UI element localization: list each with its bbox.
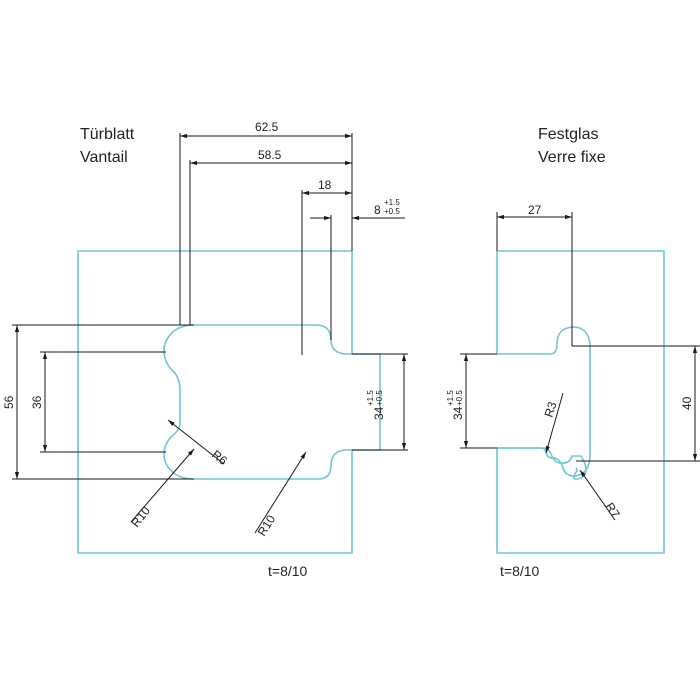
fixed-dim-34-tol-upper: +1.5 xyxy=(446,390,455,406)
dim-34-tol-lower: +0.5 xyxy=(375,390,384,406)
dim-56-label: 56 xyxy=(2,395,16,409)
radius-r10-bottom-leader xyxy=(254,451,307,534)
door-panel-title-de: Türblatt xyxy=(80,126,135,143)
radius-r10-left-leader xyxy=(130,448,195,523)
fixed-panel-drawing: Festglas Verre fixe 27 34 +1.5 +0.5 40 R… xyxy=(446,126,700,579)
fixed-panel-title-de: Festglas xyxy=(538,126,598,143)
fixed-panel-cutout-outline xyxy=(496,251,591,477)
fixed-panel-title-fr: Verre fixe xyxy=(538,149,606,166)
door-panel-thickness: t=8/10 xyxy=(268,563,308,579)
radius-r7-label: R7 xyxy=(602,500,622,521)
radius-r3-leader xyxy=(545,392,564,454)
dim-34-label: 34 xyxy=(372,406,386,420)
dim-62-5-label: 62.5 xyxy=(255,120,279,134)
fixed-panel-thickness: t=8/10 xyxy=(500,563,540,579)
dim-8-tol-lower: +0.5 xyxy=(384,207,400,216)
radius-r6-leader xyxy=(167,419,225,465)
radius-r7-leader xyxy=(579,469,616,521)
radius-r6-label: R6 xyxy=(209,447,230,468)
dim-8-label: 8 xyxy=(374,203,381,217)
radius-r3-label: R3 xyxy=(542,400,560,419)
dim-36-label: 36 xyxy=(30,395,44,409)
fixed-dim-34-label: 34 xyxy=(451,406,465,420)
dim-40-label: 40 xyxy=(680,396,694,410)
dim-8-tol-upper: +1.5 xyxy=(384,198,400,207)
door-panel-cutout-outline xyxy=(163,324,352,480)
dim-27-label: 27 xyxy=(528,203,542,217)
radius-r10-bottom-label: R10 xyxy=(255,512,279,538)
door-panel-glass-outline xyxy=(77,250,381,554)
dim-18-label: 18 xyxy=(318,178,332,192)
dim-34-tol-upper: +1.5 xyxy=(366,390,375,406)
radius-r10-left-label: R10 xyxy=(128,504,153,530)
fixed-panel-glass-outline xyxy=(496,250,665,554)
door-panel-title-fr: Vantail xyxy=(80,149,128,166)
fixed-dim-34-tol-lower: +0.5 xyxy=(455,390,464,406)
door-panel-drawing: Türblatt Vantail 62.5 58.5 18 8 +1.5 +0.… xyxy=(2,120,408,579)
dim-58-5-label: 58.5 xyxy=(258,148,282,162)
